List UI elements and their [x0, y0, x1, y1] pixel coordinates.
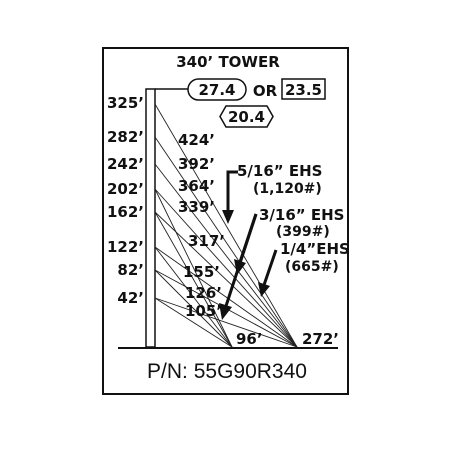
near-anchor-distance: 96’ — [236, 330, 263, 348]
oval-badge — [187, 78, 247, 101]
box-badge — [281, 78, 326, 100]
guy-length-label: 126’ — [185, 284, 222, 302]
guy-wire — [154, 246, 298, 348]
box-badge-value: 23.5 — [285, 81, 322, 99]
guy-length-label: 364’ — [178, 177, 215, 195]
height-label: 82’ — [117, 261, 144, 279]
diagram-frame — [102, 47, 349, 395]
height-label: 202’ — [107, 180, 144, 198]
height-label: 162’ — [107, 203, 144, 221]
height-labels: 325’ 282’ 242’ 202’ 162’ 122’ 82’ 42’ — [107, 94, 144, 307]
guy-wire — [154, 211, 298, 348]
cable-pointers — [219, 170, 278, 320]
height-label: 282’ — [107, 128, 144, 146]
or-text: OR — [253, 82, 278, 100]
cable-516-rating: (1,120#) — [253, 181, 322, 197]
cable-316-label: 3/16” EHS — [259, 206, 344, 224]
arrow-516-head — [222, 210, 234, 224]
guy-length-labels: 424’ 392’ 364’ 339’ 317’ 155’ 126’ 105’ — [178, 131, 225, 320]
guy-wire — [154, 136, 298, 348]
guy-length-label: 424’ — [178, 131, 215, 149]
cable-14-rating: (665#) — [285, 259, 339, 275]
arrow-516 — [226, 170, 238, 212]
guy-length-label: 339’ — [178, 198, 215, 216]
guy-wire — [154, 297, 233, 348]
guy-wire — [154, 188, 233, 348]
guy-length-label: 155’ — [183, 263, 220, 281]
height-label: 325’ — [107, 94, 144, 112]
diagram-title: 340’ TOWER — [176, 53, 280, 71]
guy-length-label: 105’ — [185, 302, 222, 320]
arrow-316-b — [224, 213, 258, 307]
arrow-316-b-head — [219, 303, 232, 320]
guy-wire — [154, 103, 298, 348]
guy-wire — [154, 297, 298, 348]
guy-wire — [154, 211, 233, 348]
height-label: 242’ — [107, 155, 144, 173]
arrow-14-head — [258, 282, 270, 297]
guy-wire — [154, 246, 233, 348]
guy-wire — [154, 269, 233, 348]
guy-wire — [154, 188, 298, 348]
guy-wire — [154, 163, 298, 348]
cable-14-label: 1/4”EHS — [280, 240, 350, 258]
cable-316-rating: (399#) — [276, 224, 330, 240]
arrow-14 — [262, 249, 278, 286]
tower-mast — [145, 88, 156, 348]
height-label: 42’ — [117, 289, 144, 307]
guy-length-label: 317’ — [188, 232, 225, 250]
hex-badge — [219, 105, 274, 128]
part-number: P/N: 55G90R340 — [147, 360, 307, 383]
height-label: 122’ — [107, 238, 144, 256]
far-anchor-distance: 272’ — [302, 330, 339, 348]
oval-badge-value: 27.4 — [198, 81, 235, 99]
hex-badge-value: 20.4 — [228, 108, 265, 126]
cable-516-label: 5/16” EHS — [237, 162, 322, 180]
guy-wires-near — [154, 188, 233, 348]
guy-length-label: 392’ — [178, 155, 215, 173]
